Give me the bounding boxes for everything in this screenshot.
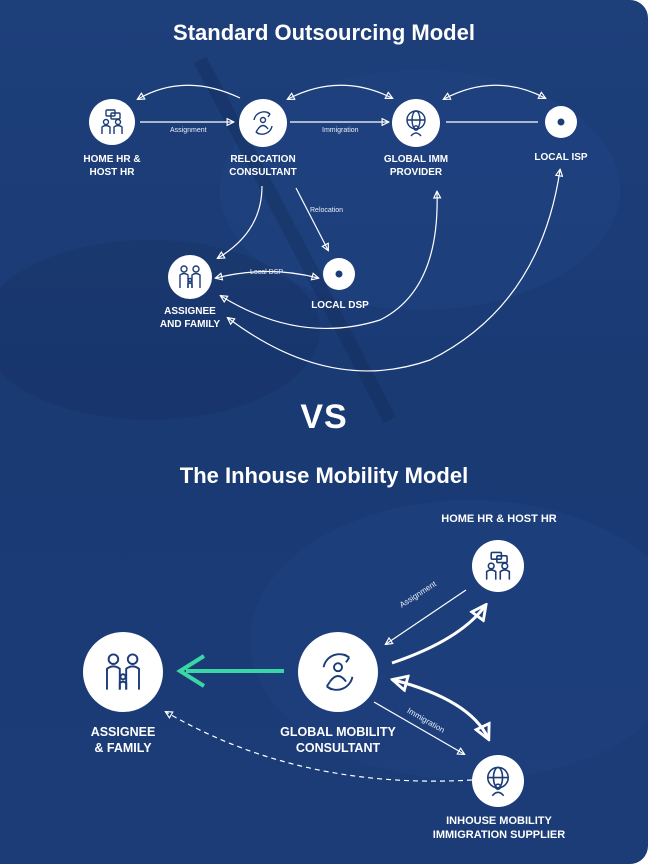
dot-icon bbox=[335, 270, 343, 278]
edge-label-local-dsp: Local DSP bbox=[250, 269, 284, 276]
edge-relocation-to-assignee bbox=[218, 185, 263, 258]
edge-assignee-local-isp bbox=[228, 170, 560, 372]
home-hr-node bbox=[89, 99, 135, 145]
assignee-bottom-node bbox=[83, 632, 163, 712]
family-icon bbox=[179, 265, 201, 288]
edge-assignment-bottom bbox=[386, 589, 467, 644]
dot-icon bbox=[557, 118, 565, 126]
assignee-bottom-label: ASSIGNEE & FAMILY bbox=[90, 725, 156, 755]
top-title: Standard Outsourcing Model bbox=[173, 20, 475, 45]
home-hr-label: HOME HR & HOST HR bbox=[83, 154, 141, 178]
bottom-connectors bbox=[166, 589, 488, 782]
local-isp-label: LOCAL ISP bbox=[534, 152, 588, 163]
home-hr-bottom-label: HOME HR & HOST HR bbox=[441, 513, 557, 525]
edge-relocation-to-home-hr bbox=[138, 84, 241, 99]
assignee-label: ASSIGNEE AND FAMILY bbox=[159, 306, 221, 330]
top-connectors bbox=[138, 84, 560, 372]
local-isp-node bbox=[545, 106, 577, 138]
relocation-label: RELOCATION CONSULTANT bbox=[229, 154, 297, 178]
edge-label-immigration-top: Immigration bbox=[322, 127, 359, 134]
edge-mobility-to-home-hr bbox=[391, 606, 485, 665]
edge-mobility-inhouse-arc bbox=[394, 680, 488, 738]
inhouse-supplier-node bbox=[472, 755, 524, 807]
globe-person-icon bbox=[406, 110, 426, 137]
accent-arrow bbox=[176, 654, 284, 688]
family-icon bbox=[106, 653, 140, 690]
global-imm-node bbox=[392, 99, 440, 147]
global-mobility-label: GLOBAL MOBILITY CONSULTANT bbox=[280, 725, 396, 755]
local-dsp-label: LOCAL DSP bbox=[311, 300, 369, 311]
vs-label: VS bbox=[300, 398, 348, 436]
local-dsp-node bbox=[323, 258, 355, 290]
edge-inhouse-to-assignee-dashed bbox=[166, 712, 473, 782]
edge-global-imm-local-isp-arc bbox=[444, 84, 545, 99]
bottom-title: The Inhouse Mobility Model bbox=[179, 463, 469, 488]
edge-label-relocation: Relocation bbox=[310, 207, 344, 214]
edge-immigration-bottom bbox=[373, 701, 464, 754]
person-cycle-icon bbox=[322, 653, 354, 691]
edge-label-assignment-top: Assignment bbox=[170, 127, 207, 134]
global-mobility-node bbox=[298, 632, 378, 712]
people-chat-icon bbox=[485, 551, 511, 580]
person-cycle-icon bbox=[253, 111, 273, 135]
edge-relocation-to-local-dsp bbox=[295, 187, 328, 250]
global-imm-label: GLOBAL IMM PROVIDER bbox=[383, 154, 449, 178]
assignee-node bbox=[168, 255, 212, 299]
relocation-consultant-node bbox=[239, 99, 287, 147]
inhouse-supplier-label: INHOUSE MOBILITY IMMIGRATION SUPPLIER bbox=[432, 815, 566, 841]
edge-global-imm-relocation-arc bbox=[288, 84, 392, 99]
people-chat-icon bbox=[101, 109, 123, 134]
home-hr-bottom-node bbox=[472, 540, 524, 592]
globe-person-icon bbox=[487, 766, 509, 797]
